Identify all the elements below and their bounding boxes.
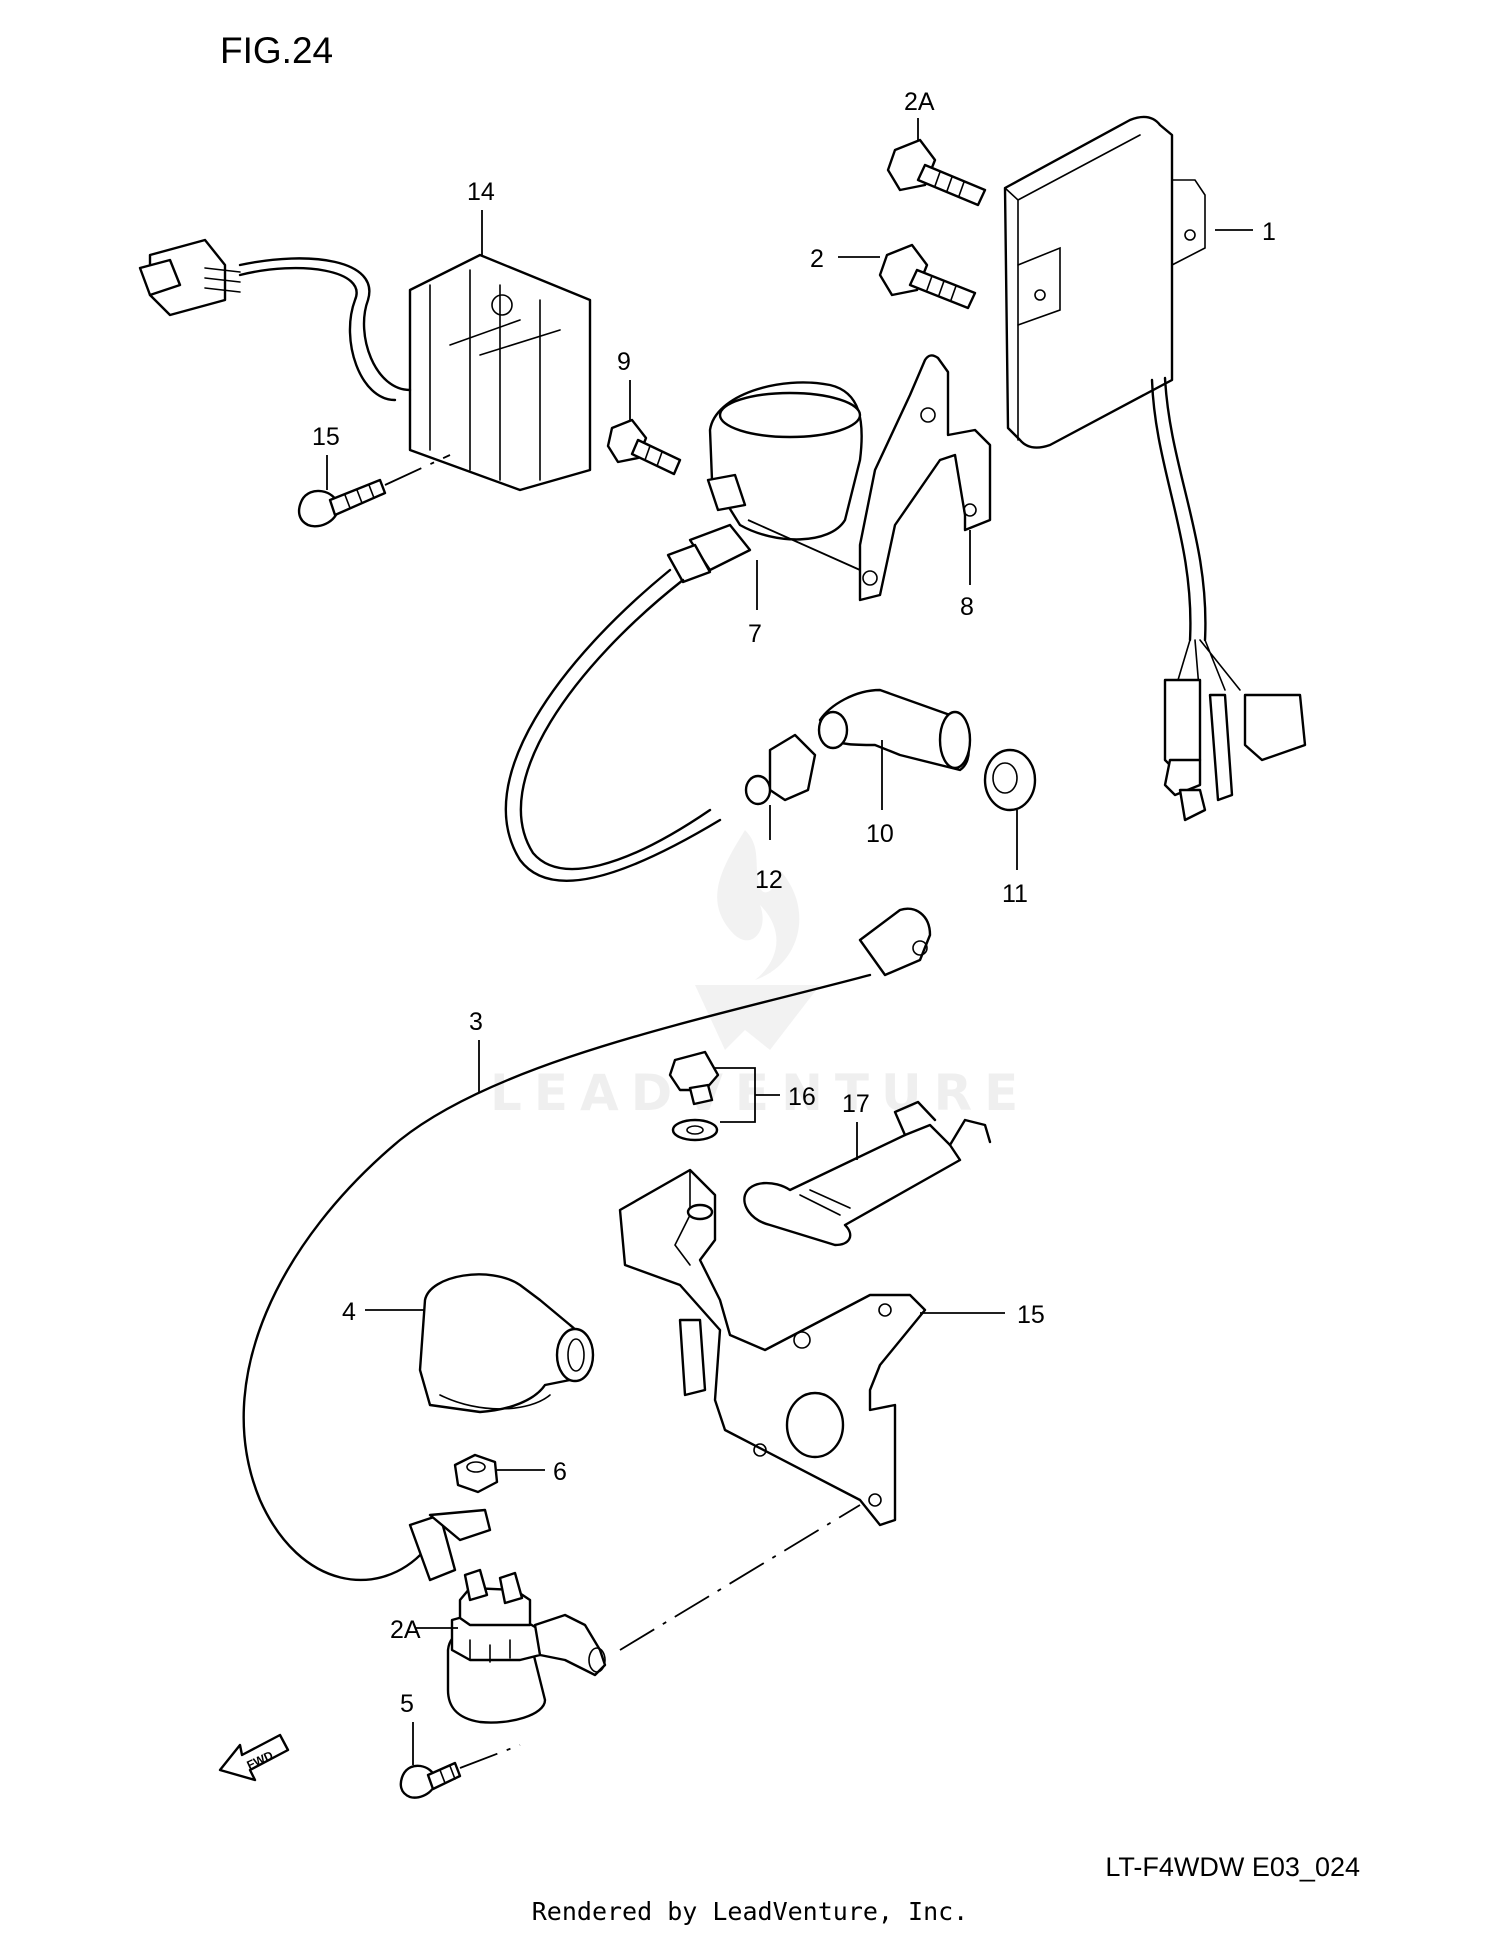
svg-text:1: 1 [1262,218,1276,246]
svg-text:17: 17 [842,1090,870,1118]
svg-text:12: 12 [755,866,783,894]
callout-6: 5 [400,1690,414,1765]
svg-text:4: 4 [342,1298,356,1326]
callout-7: 6 [497,1458,567,1486]
callout-12: 11 [1002,810,1028,908]
part-6-screw[interactable] [399,1744,521,1799]
part-1-cdi-unit[interactable] [1003,115,1307,822]
mounting-axis-line [619,1504,861,1651]
callout-5: 4 [342,1298,425,1326]
svg-text:8: 8 [960,593,974,621]
callout-8: 7 [748,560,762,648]
svg-text:2: 2 [810,245,824,273]
svg-text:2A: 2A [390,1616,421,1644]
diagram-code: LT-F4WDW E03_024 [1105,1852,1360,1882]
figure-title: FIG.24 [220,30,334,71]
svg-text:14: 14 [467,178,495,206]
part-9-coil-bracket[interactable] [858,354,992,602]
svg-text:6: 6 [553,1458,567,1486]
callout-15: 15 [312,423,340,490]
render-credit: Rendered by LeadVenture, Inc. [531,1897,969,1926]
part-15-screw[interactable] [297,454,451,528]
part-11-plug-cap[interactable] [817,688,972,772]
fwd-arrow-icon: FWD [218,1733,290,1782]
part-17-bolt-washer[interactable] [668,1050,720,1142]
callout-2a: 2A [904,88,935,140]
part-8-ignition-coil[interactable] [504,381,863,882]
part-16-relay-bracket[interactable] [618,1168,927,1527]
part-2a-bolt[interactable] [886,138,987,207]
callout-13: 12 [755,805,783,894]
svg-text:11: 11 [1002,880,1028,908]
part-12-seal[interactable] [983,748,1037,812]
callout-18: 17 [842,1090,870,1160]
callout-11: 10 [866,740,894,848]
callout-2: 2 [810,245,880,273]
part-3-starter-relay[interactable] [446,1568,607,1724]
callout-16: 15 [920,1301,1045,1329]
part-13-cap[interactable] [744,733,817,806]
callout-4: 3 [469,1008,483,1092]
svg-text:16: 16 [788,1083,816,1111]
watermark-text: LEADVENTURE [490,1064,1030,1122]
svg-text:3: 3 [469,1008,483,1036]
svg-text:5: 5 [400,1690,414,1718]
part-14-regulator[interactable] [138,238,592,492]
callout-3: 2A [390,1616,458,1644]
callout-14: 14 [467,178,495,255]
callout-17: 16 [715,1067,816,1123]
part-10-bolt[interactable] [606,418,682,476]
svg-text:9: 9 [617,348,631,376]
callout-9: 8 [960,530,974,621]
part-4-battery-cable[interactable] [242,907,932,1582]
part-5-relay-cover[interactable] [418,1273,595,1414]
svg-text:2A: 2A [904,88,935,116]
part-7-nut[interactable] [453,1453,499,1494]
part-18-clamp[interactable] [743,1100,992,1247]
svg-text:15: 15 [1017,1301,1045,1329]
callout-1: 1 [1215,218,1276,246]
svg-text:7: 7 [748,620,762,648]
svg-text:15: 15 [312,423,340,451]
svg-text:10: 10 [866,820,894,848]
part-2-bolt[interactable] [878,243,977,310]
callout-10: 9 [617,348,631,420]
